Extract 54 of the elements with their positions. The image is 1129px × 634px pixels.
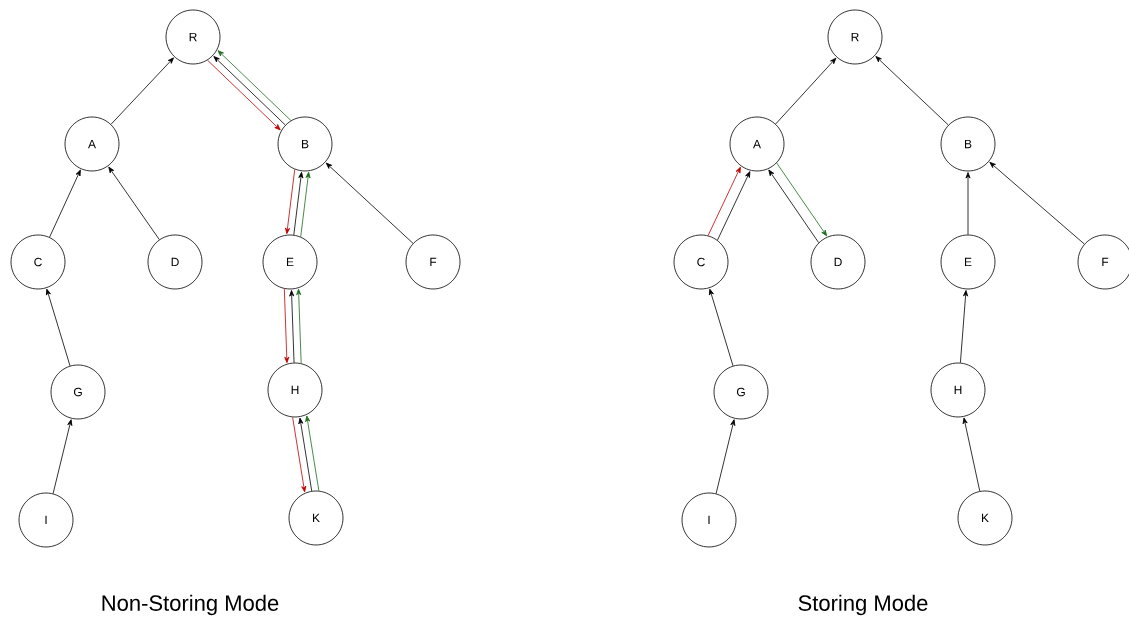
- arrow: [298, 417, 313, 492]
- arrow: [283, 288, 290, 364]
- tree-node: G: [713, 364, 769, 420]
- arrow: [293, 171, 304, 236]
- arrow: [292, 416, 307, 493]
- arrow: [49, 169, 81, 238]
- tree-node: K: [957, 490, 1013, 546]
- arrow: [325, 162, 414, 244]
- arrow: [717, 171, 751, 241]
- tree-node: H: [930, 362, 986, 418]
- arrow: [989, 161, 1085, 245]
- arrow: [217, 50, 292, 121]
- arrow: [52, 419, 73, 494]
- arrow: [300, 171, 311, 238]
- arrow: [207, 59, 281, 131]
- arrow: [776, 162, 828, 237]
- arrow: [285, 169, 296, 235]
- tree-node: R: [165, 9, 221, 65]
- tree-node: C: [10, 234, 66, 290]
- tree-node: I: [681, 492, 737, 548]
- tree-node: D: [810, 234, 866, 290]
- arrow: [965, 172, 971, 235]
- arrow: [768, 169, 820, 243]
- arrow: [715, 419, 736, 494]
- tree-node: F: [405, 234, 461, 290]
- arrow: [296, 288, 302, 364]
- arrow: [213, 56, 286, 126]
- tree-node: A: [64, 116, 120, 172]
- arrow: [46, 288, 71, 367]
- tree-node: G: [50, 364, 106, 420]
- mode-title: Non-Storing Mode: [102, 594, 279, 616]
- arrow: [707, 166, 741, 236]
- tree-node: E: [940, 234, 996, 290]
- arrow: [775, 57, 837, 125]
- tree-node: B: [277, 116, 333, 172]
- tree-node: A: [729, 116, 785, 172]
- tree-node: C: [673, 234, 729, 290]
- arrow: [962, 417, 981, 492]
- arrow: [108, 166, 160, 240]
- tree-node: D: [147, 234, 203, 290]
- arrow: [709, 288, 734, 367]
- tree-node: H: [267, 362, 323, 418]
- arrow: [305, 415, 320, 492]
- tree-node: F: [1077, 234, 1129, 290]
- tree-node: R: [827, 9, 883, 65]
- arrow: [960, 290, 969, 364]
- arrow: [110, 57, 174, 125]
- tree-node: E: [262, 234, 318, 290]
- tree-node: I: [18, 492, 74, 548]
- tree-node: B: [940, 116, 996, 172]
- mode-title: Storing Mode: [798, 594, 928, 616]
- arrow: [875, 56, 949, 126]
- tree-node: K: [288, 490, 344, 546]
- arrow: [289, 290, 295, 363]
